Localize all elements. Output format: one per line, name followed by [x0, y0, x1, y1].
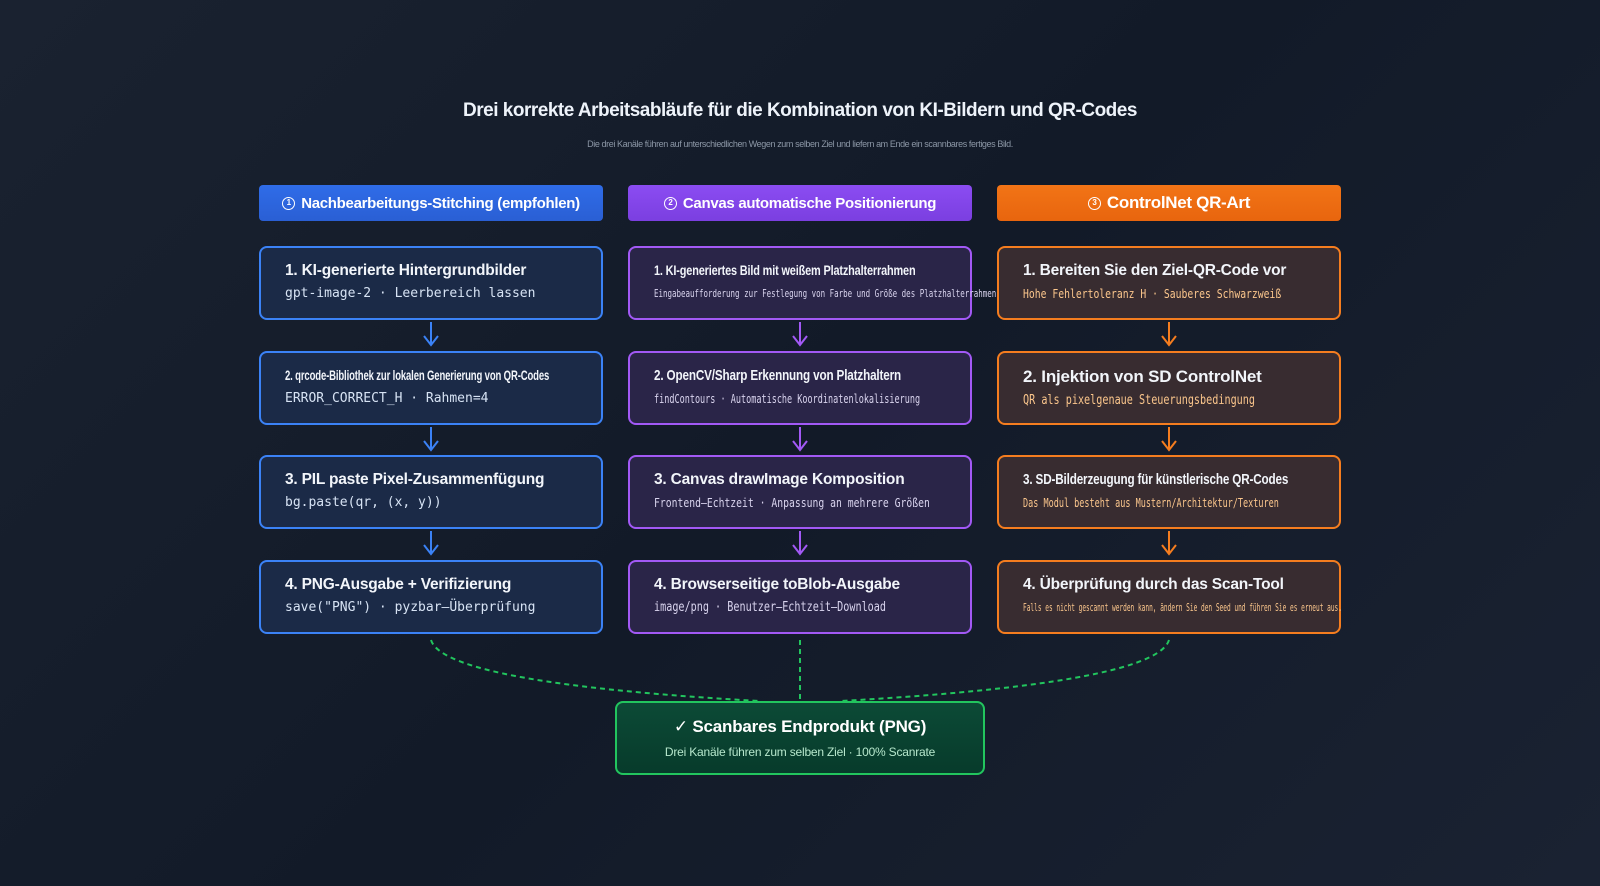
arrowhead-purple-3: [792, 544, 808, 556]
final-title: ✓ Scanbares Endprodukt (PNG): [673, 717, 927, 736]
step-detail: Das Modul besteht aus Mustern/Architektu…: [1023, 495, 1279, 510]
diagram-title: Drei korrekte Arbeitsabläufe für die Kom…: [463, 100, 1137, 121]
step-detail: gpt-image-2 · Leerbereich lassen: [285, 286, 536, 301]
step-card: 2. OpenCV/Sharp Erkennung von Platzhalte…: [628, 351, 972, 425]
column-header-label: ControlNet QR-Art: [1106, 193, 1251, 212]
step-card: 4. Überprüfung durch das Scan-Tool Falls…: [997, 560, 1342, 634]
final-subtitle: Drei Kanäle führen zum selben Ziel · 100…: [664, 745, 936, 759]
step-card: 1. Bereiten Sie den Ziel-QR-Code vor Hoh…: [997, 246, 1341, 320]
step-title: 1. KI-generiertes Bild mit weißem Platzh…: [654, 262, 916, 278]
merge-link-right: [839, 639, 1170, 702]
merge-link-left: [430, 639, 761, 702]
orange-column-arrows: [1161, 322, 1177, 556]
arrowhead-orange-3: [1161, 544, 1177, 556]
number-badge: 1: [282, 196, 296, 210]
step-title: 2. Injektion von SD ControlNet: [1023, 367, 1262, 386]
step-detail: image/png · Benutzer–Echtzeit–Download: [654, 600, 886, 615]
column-header-controlnet: 3 ControlNet QR-Art: [997, 185, 1341, 221]
step-title: 3. Canvas drawImage Komposition: [654, 471, 905, 488]
final-product-box: ✓ Scanbares Endprodukt (PNG) Drei Kanäle…: [615, 701, 985, 775]
step-title: 2. qrcode-Bibliothek zur lokalen Generie…: [285, 367, 550, 383]
number-badge: 3: [1087, 196, 1101, 210]
step-detail: findContours · Automatische Koordinatenl…: [654, 391, 921, 406]
step-card: 3. Canvas drawImage Komposition Frontend…: [628, 455, 972, 529]
step-title: 3. PIL paste Pixel-Zusammenfügung: [285, 471, 545, 488]
step-detail: save("PNG") · pyzbar–Überprüfung: [285, 600, 536, 615]
step-detail: ERROR_CORRECT_H · Rahmen=4: [285, 391, 489, 406]
arrowhead-blue-1: [423, 335, 439, 347]
diagram-subtitle: Die drei Kanäle führen auf unterschiedli…: [587, 139, 1013, 149]
step-title: 4. PNG-Ausgabe + Verifizierung: [285, 576, 512, 593]
step-card: 2. Injektion von SD ControlNet QR als pi…: [997, 351, 1341, 425]
step-card: 1. KI-generiertes Bild mit weißem Platzh…: [628, 246, 1001, 320]
step-card: 2. qrcode-Bibliothek zur lokalen Generie…: [259, 351, 603, 425]
step-title: 4. Browserseitige toBlob-Ausgabe: [654, 576, 900, 593]
step-detail: Falls es nicht gescannt werden kann, änd…: [1023, 601, 1342, 614]
step-title: 4. Überprüfung durch das Scan-Tool: [1023, 576, 1284, 593]
column-header-postprocessing: 1 Nachbearbeitungs-Stitching (empfohlen): [259, 185, 603, 221]
number-badge: 2: [663, 196, 677, 210]
step-detail: bg.paste(qr, (x, y)): [285, 495, 442, 510]
arrowhead-blue-2: [423, 440, 439, 452]
step-detail: Hohe Fehlertoleranz H · Sauberes Schwarz…: [1023, 286, 1282, 301]
arrowhead-purple-2: [792, 440, 808, 452]
step-card: 4. Browserseitige toBlob-Ausgabe image/p…: [628, 560, 972, 634]
step-card: 1. KI-generierte Hintergrundbilder gpt-i…: [259, 246, 603, 320]
step-detail: QR als pixelgenaue Steuerungsbedingung: [1023, 393, 1255, 408]
column-header-label: Nachbearbeitungs-Stitching (empfohlen): [301, 194, 580, 212]
arrowhead-orange-2: [1161, 440, 1177, 452]
step-card: 3. SD-Bilderzeugung für künstlerische QR…: [997, 455, 1341, 529]
blue-column-arrows: [423, 322, 439, 556]
step-title: 1. Bereiten Sie den Ziel-QR-Code vor: [1023, 262, 1287, 279]
arrowhead-orange-1: [1161, 335, 1177, 347]
step-title: 3. SD-Bilderzeugung für künstlerische QR…: [1023, 471, 1289, 488]
step-title: 2. OpenCV/Sharp Erkennung von Platzhalte…: [654, 367, 902, 384]
purple-column-arrows: [792, 322, 808, 556]
column-header-canvas: 2 Canvas automatische Positionierung: [628, 185, 972, 221]
column-header-label: Canvas automatische Positionierung: [682, 194, 937, 212]
arrowhead-purple-1: [792, 335, 808, 347]
step-detail: Frontend–Echtzeit · Anpassung an mehrere…: [654, 495, 930, 510]
step-title: 1. KI-generierte Hintergrundbilder: [285, 262, 527, 279]
step-card: 3. PIL paste Pixel-Zusammenfügung bg.pas…: [259, 455, 603, 529]
step-detail: Eingabeaufforderung zur Festlegung von F…: [654, 287, 1001, 300]
merge-connectors: [430, 639, 1170, 702]
step-card: 4. PNG-Ausgabe + Verifizierung save("PNG…: [259, 560, 603, 634]
arrowhead-blue-3: [423, 544, 439, 556]
